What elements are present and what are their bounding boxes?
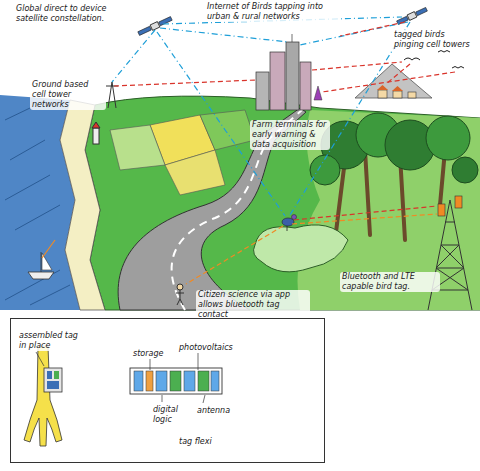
pylon [428,200,472,310]
field [200,110,255,150]
scene-label: tagged birds pinging cell towers [392,30,478,50]
part-label: antenna [195,406,232,416]
sky-birds [404,51,464,69]
city [256,34,311,110]
field [165,150,225,195]
boat [28,240,55,279]
cliff [60,100,105,310]
tagged-bird [282,215,297,232]
antenna-panel [438,204,445,216]
scene-label: Citizen science via app allows bluetooth… [196,290,310,320]
satellite [137,16,172,37]
scene-label: Global direct to device satellite conste… [14,4,138,24]
field [110,125,165,170]
cell-link [114,22,455,220]
green-hills [85,96,480,310]
inset-panel: assembled tag in place storage photovoltai… [10,318,325,463]
lighthouse [92,122,100,144]
part-label: digital logic [151,405,199,425]
assembled-tag [24,346,62,446]
tag-flexi [130,353,222,403]
scene-label: Farm terminals for early warning & data … [250,120,330,150]
citizen-scientist [176,284,184,305]
scene-label: Bluetooth and LTE capable bird tag. [340,272,440,292]
antenna-panel [455,196,462,208]
part-label: tag flexi [177,437,214,447]
scene-label: Internet of Birds tapping into urban & r… [205,2,341,22]
satellite-link [112,17,410,216]
scene-label: Ground based cell tower networks [30,80,106,110]
part-label: photovoltaics [177,343,235,353]
houses [377,85,416,98]
tree-canopy [254,225,348,272]
part-label: assembled tag in place [17,331,83,351]
part-label: storage [131,349,165,359]
purple-mast [314,86,322,100]
